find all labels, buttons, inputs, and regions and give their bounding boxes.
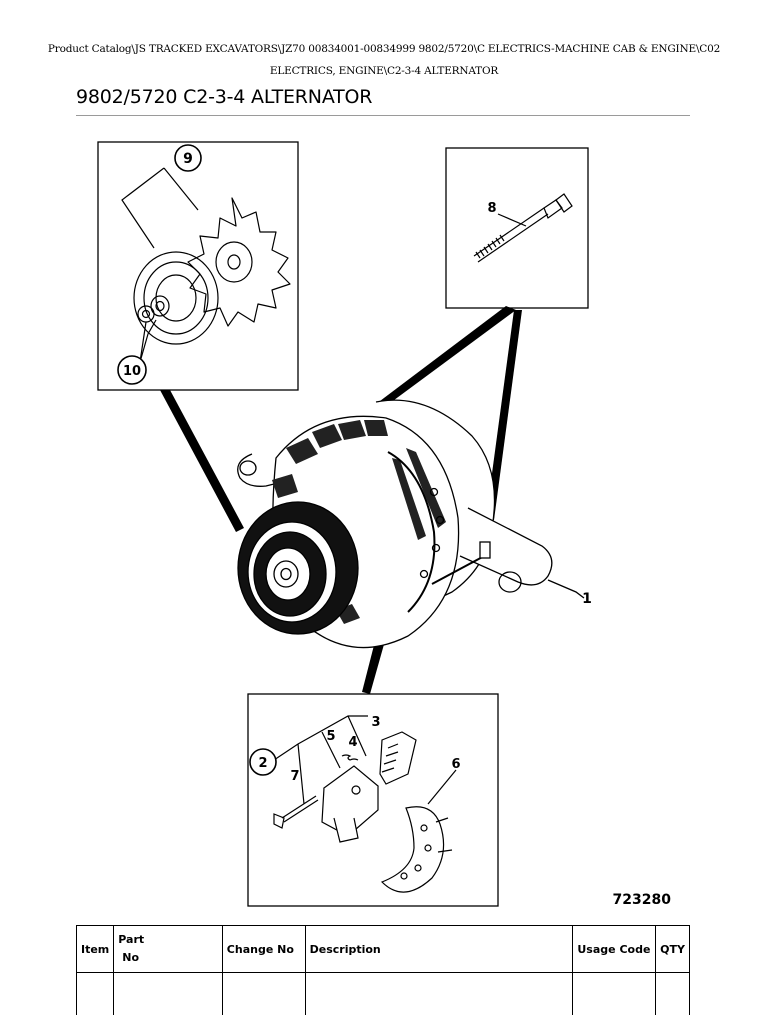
col-header-change-no: Change No [221,925,306,973]
inset-bolt: 8 [445,147,589,309]
breadcrumb: Product Catalog\JS TRACKED EXCAVATORS\JZ… [40,38,728,82]
col-header-usage-code: Usage Code [572,925,657,973]
callout-2: 2 [258,756,267,771]
callout-7: 7 [290,769,299,784]
parts-table: Item Part No Change No Description Usage… [75,925,690,1015]
inset-brush-rectifier: 2 3 4 5 6 7 [247,693,499,907]
col-header-part-no-line1: Part [118,933,145,946]
callout-3: 3 [371,715,380,730]
callout-8: 8 [487,201,496,216]
table-row [75,972,690,1015]
figure-number: 723280 [613,892,672,908]
callout-9: 9 [183,151,193,167]
callout-1: 1 [582,591,592,607]
breadcrumb-line-1: Product Catalog\JS TRACKED EXCAVATORS\JZ… [47,43,721,55]
main-alternator [237,399,585,649]
parts-table-header-row: Item Part No Change No Description Usage… [75,925,690,973]
col-header-description: Description [304,925,574,973]
alternator-exploded-diagram: 9 10 8 [97,141,672,908]
col-header-part-no: Part No [113,925,223,973]
callout-10: 10 [123,364,141,379]
col-header-qty: QTY [655,925,690,973]
col-header-item: Item [75,925,115,973]
callout-5: 5 [326,729,335,744]
inset-fan-pulley: 9 10 [97,141,299,391]
callout-6: 6 [451,757,460,772]
col-header-part-no-line2: No [122,951,140,964]
callout-4: 4 [348,735,357,750]
page-title: 9802/5720 C2-3-4 ALTERNATOR [76,86,373,108]
title-divider [76,115,690,116]
breadcrumb-line-2: ELECTRICS, ENGINE\C2-3-4 ALTERNATOR [269,65,499,77]
pointer-arrows [160,306,522,694]
